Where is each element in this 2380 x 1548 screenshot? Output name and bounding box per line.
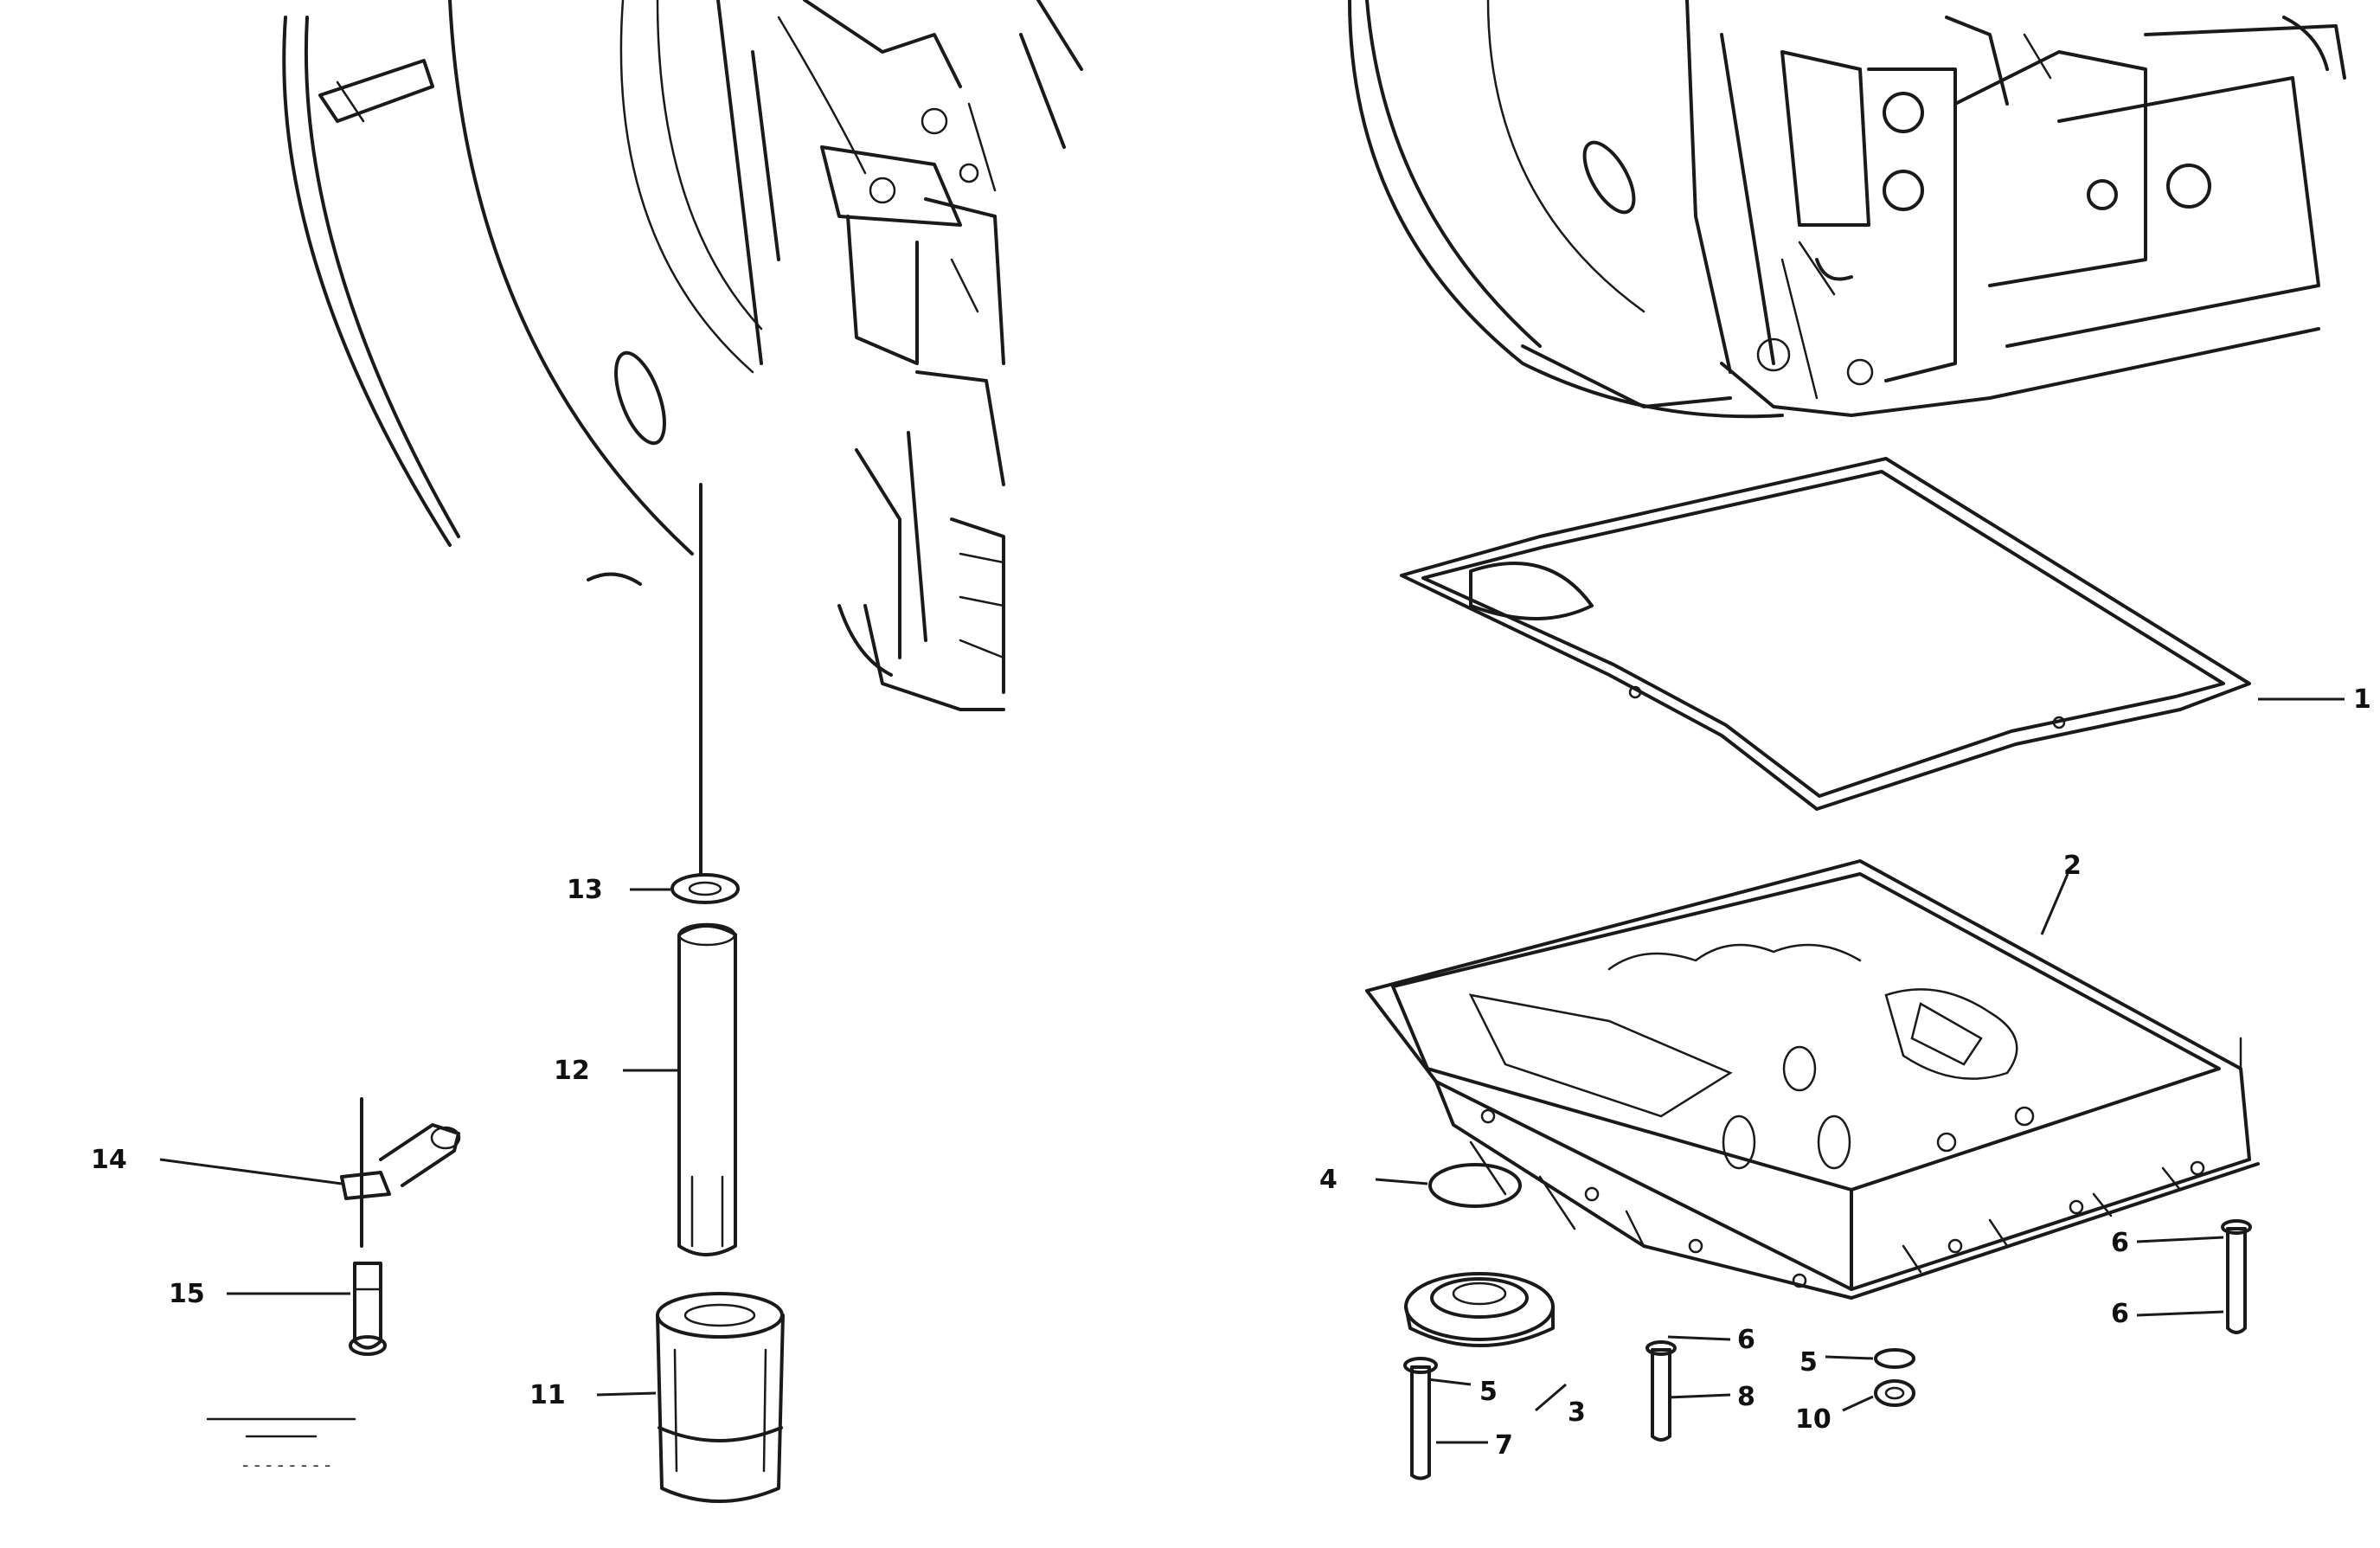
figure-code-block: - - - - - - - -	[206, 1417, 356, 1475]
callout-10: 10	[1795, 1404, 1832, 1435]
bolt-8-left	[1645, 1340, 1677, 1442]
callout-3: 3	[1568, 1397, 1586, 1428]
oil-pan-2	[1365, 859, 2260, 1300]
callout-14: 14	[91, 1145, 127, 1175]
callout-7: 7	[1495, 1430, 1513, 1461]
figure-code: - - - - - - - -	[242, 1455, 330, 1475]
callout-6-center: 6	[1737, 1325, 1755, 1355]
callout-6-right: 6	[2111, 1228, 2129, 1258]
engine-block-left	[282, 0, 1083, 711]
washer-9	[1874, 1348, 1915, 1369]
angle-fitting-14	[340, 1097, 461, 1248]
callout-13: 13	[567, 875, 603, 905]
callout-2: 2	[2063, 851, 2082, 881]
engine-block-right	[1348, 0, 2346, 419]
oil-pan-gasket-1	[1400, 457, 2251, 811]
bolt-8-right	[2221, 1219, 2252, 1334]
bolt-7	[1403, 1357, 1438, 1481]
callout-5-left: 5	[1479, 1377, 1498, 1407]
filter-seal-13	[670, 873, 740, 904]
o-ring-4	[1428, 1163, 1522, 1208]
callout-5-center: 5	[1799, 1347, 1818, 1378]
callout-1: 1	[2353, 684, 2371, 715]
callout-4: 4	[1319, 1165, 1338, 1195]
callout-15: 15	[169, 1279, 205, 1309]
callout-12: 12	[554, 1056, 590, 1086]
nut-10	[1874, 1379, 1915, 1407]
callout-8: 8	[1737, 1382, 1755, 1412]
leader-lines	[159, 697, 2345, 1444]
callout-6-right-lower: 6	[2111, 1299, 2129, 1329]
oil-filter-11	[656, 1292, 785, 1503]
bolt-15	[349, 1262, 387, 1356]
callout-11: 11	[529, 1380, 566, 1410]
drain-cover-3	[1404, 1272, 1555, 1347]
filter-pipe-12	[677, 922, 737, 1256]
